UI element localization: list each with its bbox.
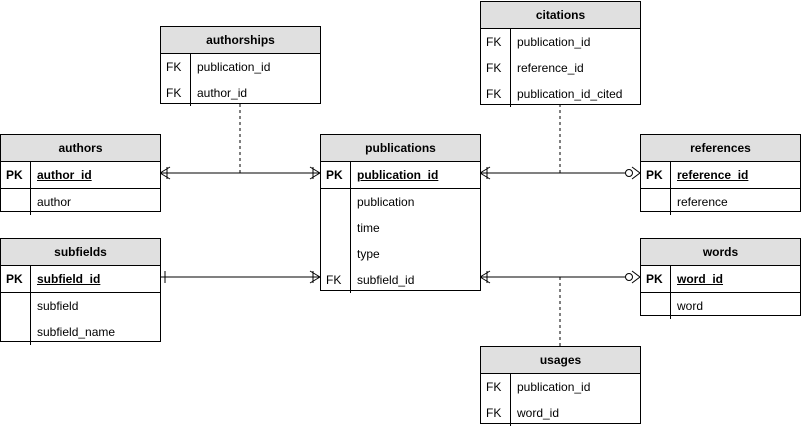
key-label (321, 215, 351, 241)
entity-title: words (641, 239, 800, 266)
entity-row: FK publication_id (481, 29, 640, 55)
key-label: FK (481, 81, 511, 107)
entity-row: author (1, 189, 160, 215)
key-label: FK (481, 55, 511, 81)
entity-row: word (641, 293, 800, 319)
entity-row: FK publication_id (161, 54, 320, 80)
key-label: PK (641, 266, 671, 292)
field-name: publication_id (517, 35, 591, 49)
field-name: publication_id (517, 380, 591, 394)
key-label (641, 189, 671, 215)
entity-row: PK word_id (641, 266, 800, 293)
field-name: author_id (197, 86, 248, 100)
key-label: FK (481, 374, 511, 400)
key-label: FK (481, 400, 511, 426)
field-name: subfield (37, 299, 79, 313)
entity-title: subfields (1, 239, 160, 266)
field-name: reference_id (677, 168, 749, 182)
entity-title: citations (481, 2, 640, 29)
entity-row: PK publication_id (321, 162, 480, 189)
key-label (1, 189, 31, 215)
field-name: subfield_id (357, 273, 415, 287)
key-label: PK (321, 162, 351, 188)
key-label: FK (321, 267, 351, 293)
field-name: author_id (37, 168, 92, 182)
key-label (321, 241, 351, 267)
key-label (641, 293, 671, 319)
entity-row: PK author_id (1, 162, 160, 189)
key-label (1, 319, 31, 345)
entity-authorships[interactable]: authorships FK publication_id FK author_id (160, 26, 321, 106)
entity-title: authors (1, 135, 160, 162)
field-name: word (677, 299, 704, 313)
entity-title: publications (321, 135, 480, 162)
entity-title: usages (481, 347, 640, 374)
field-name: subfield_id (37, 272, 101, 286)
field-name: author (37, 195, 72, 209)
key-label: FK (481, 29, 511, 55)
field-name: word_id (677, 272, 724, 286)
key-label: PK (1, 162, 31, 188)
entity-row: reference (641, 189, 800, 215)
key-label: FK (161, 80, 191, 106)
field-name: publication_id (197, 60, 271, 74)
key-label (1, 293, 31, 319)
entity-authors[interactable]: authors PK author_id author (0, 134, 161, 215)
field-name: publication (357, 195, 415, 209)
entity-references[interactable]: references PK reference_id reference (640, 134, 801, 215)
entity-row: FK publication_id (481, 374, 640, 400)
field-name: publication_id_cited (517, 87, 623, 101)
entity-title: authorships (161, 27, 320, 54)
field-name: time (357, 221, 380, 235)
field-name: type (357, 247, 380, 261)
entity-row: subfield_name (1, 319, 160, 345)
entity-row: PK reference_id (641, 162, 800, 189)
entity-row: FK subfield_id (321, 267, 480, 293)
entity-row: type (321, 241, 480, 267)
entity-subfields[interactable]: subfields PK subfield_id subfield subfiel… (0, 238, 161, 345)
key-label: PK (641, 162, 671, 188)
field-name: reference_id (517, 61, 584, 75)
entity-row: time (321, 215, 480, 241)
entity-row: FK author_id (161, 80, 320, 106)
entity-citations[interactable]: citations FK publication_id FK reference_i… (480, 1, 641, 107)
field-name: subfield_name (37, 325, 116, 339)
entity-row: PK subfield_id (1, 266, 160, 293)
entity-title: references (641, 135, 800, 162)
field-name: reference (677, 195, 728, 209)
entity-row: FK publication_id_cited (481, 81, 640, 107)
field-name: publication_id (357, 168, 439, 182)
entity-publications[interactable]: publications PK publication_id publicatio… (320, 134, 481, 293)
link-publications-words (479, 270, 641, 284)
entity-usages[interactable]: usages FK publication_id FK word_id (480, 346, 641, 426)
key-label: FK (161, 54, 191, 80)
field-name: word_id (517, 406, 560, 420)
entity-words[interactable]: words PK word_id word (640, 238, 801, 319)
key-label (321, 189, 351, 215)
entity-row: FK reference_id (481, 55, 640, 81)
link-subfields-publications (160, 270, 321, 284)
entity-row: FK word_id (481, 400, 640, 426)
link-publications-references (479, 166, 641, 180)
key-label: PK (1, 266, 31, 292)
entity-row: publication (321, 189, 480, 215)
entity-row: subfield (1, 293, 160, 319)
